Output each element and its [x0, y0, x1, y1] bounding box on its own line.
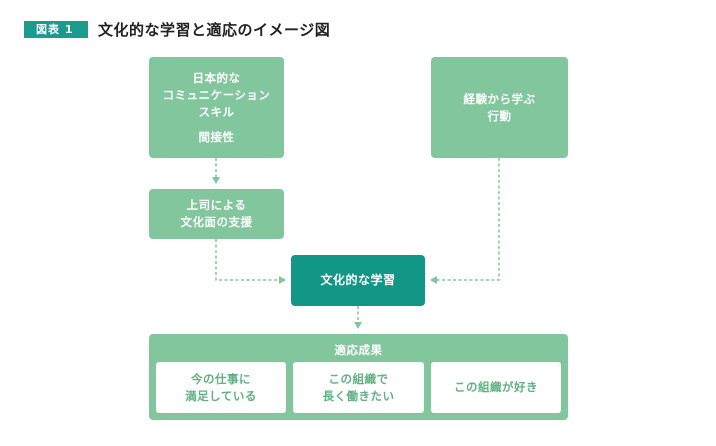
outcome-item-attachment: この組織が好き [431, 362, 561, 413]
connector-boss-to-learning [215, 239, 286, 284]
experience-line-2: 行動 [487, 108, 512, 123]
communication-line-2: コミュニケーション [162, 87, 271, 102]
experience-line-1: 経験から学ぶ [463, 91, 536, 106]
adaptation-outcomes-panel: 適応成果 今の仕事に 満足している この組織で 長く働きたい この組織が好き [149, 334, 568, 420]
connector-experience-to-learning [430, 158, 500, 284]
outcome-item-retention: この組織で 長く働きたい [293, 362, 424, 413]
boss-line-2: 文化面の支援 [180, 215, 253, 229]
communication-skill-box: 日本的な コミュニケーション スキル 間接性 [149, 57, 284, 158]
outcome-3-line-1: この組織が好き [454, 380, 538, 394]
outcome-item-satisfaction: 今の仕事に 満足している [156, 362, 286, 413]
outcome-1-line-2: 満足している [185, 388, 257, 403]
outcome-2-line-2: 長く働きたい [322, 388, 395, 403]
communication-line-3: スキル [198, 104, 235, 119]
cultural-learning-box: 文化的な学習 [291, 255, 425, 306]
boss-support-box: 上司による 文化面の支援 [149, 189, 284, 239]
boss-line-1: 上司による [186, 198, 247, 212]
communication-line-4: 間接性 [198, 129, 235, 144]
experience-learning-box: 経験から学ぶ 行動 [431, 57, 568, 158]
figure-label: 図表 1 [24, 20, 88, 38]
outcomes-title: 適応成果 [334, 343, 383, 357]
outcome-1-line-1: 今の仕事に [191, 371, 251, 386]
outcome-2-line-1: この組織で [328, 371, 389, 386]
figure-title: 文化的な学習と適応のイメージ図 [98, 20, 331, 39]
cultural-learning-label: 文化的な学習 [320, 273, 396, 287]
figure-header: 図表 1 文化的な学習と適応のイメージ図 [24, 19, 330, 39]
communication-line-1: 日本的な [192, 70, 241, 85]
